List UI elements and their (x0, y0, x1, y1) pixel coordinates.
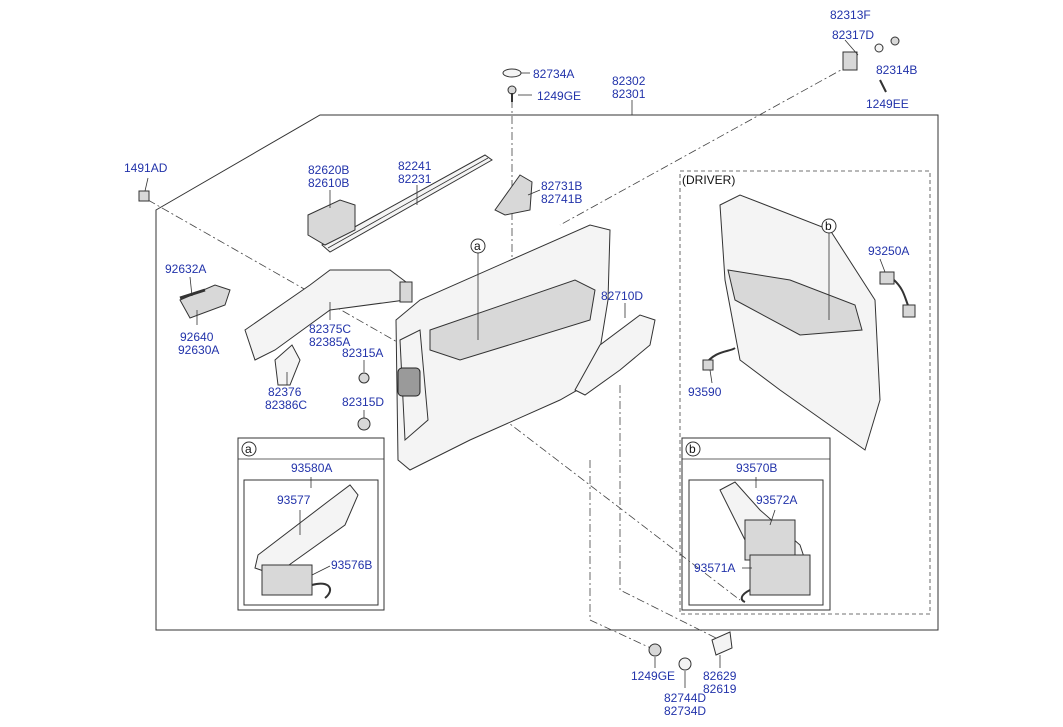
label-93571A: 93571A (694, 561, 735, 575)
label-93590: 93590 (688, 385, 722, 399)
label-1249GE-bottom: 1249GE (631, 669, 675, 683)
label-82629: 82629 (703, 669, 737, 683)
switch-92640 (179, 284, 231, 319)
switch-93576B (261, 564, 313, 596)
inside-handle-82620B (307, 199, 356, 246)
cover-82376 (274, 344, 301, 386)
driver-detail-box (679, 170, 931, 615)
main-frame (155, 114, 939, 631)
label-82241: 82241 (398, 159, 432, 173)
label-82619: 82619 (703, 682, 737, 696)
driver-label: (DRIVER) (682, 173, 735, 187)
label-82741B: 82741B (541, 192, 582, 206)
label-82610B: 82610B (308, 176, 349, 190)
fastener-82315A (358, 372, 370, 384)
label-1491AD: 1491AD (124, 161, 168, 175)
label-82301: 82301 (612, 87, 646, 101)
switch-panel-93577 (254, 484, 359, 576)
label-82302: 82302 (612, 74, 646, 88)
callout-b-circle (685, 441, 701, 457)
label-82731B: 82731B (541, 179, 582, 193)
switch-93571A (749, 554, 811, 596)
label-82231: 82231 (398, 172, 432, 186)
label-1249EE: 1249EE (866, 97, 909, 111)
fastener-82315D (357, 417, 371, 431)
callout-a-letter: a (474, 239, 481, 253)
clip-1491AD (138, 190, 150, 202)
harness-93250A (879, 271, 895, 285)
label-82710D: 82710D (601, 289, 643, 303)
detail-a-letter: a (245, 442, 252, 456)
label-92632A: 92632A (165, 262, 206, 276)
label-93572A: 93572A (756, 493, 797, 507)
label-82734D: 82734D (664, 704, 706, 718)
label-93576B: 93576B (331, 558, 372, 572)
label-92630A: 92630A (178, 343, 219, 357)
label-82315D: 82315D (342, 395, 384, 409)
label-82313F: 82313F (830, 8, 871, 22)
label-82744D: 82744D (664, 691, 706, 705)
detail-b-letter: b (689, 442, 696, 456)
detail-box-a (237, 437, 385, 611)
label-82734A: 82734A (533, 67, 574, 81)
label-92640: 92640 (180, 330, 214, 344)
label-82375C: 82375C (309, 322, 351, 336)
label-82315A: 82315A (342, 346, 383, 360)
bracket-82317D (842, 51, 858, 71)
detail-box-b (681, 437, 831, 611)
clip-82734A (502, 68, 522, 78)
label-82620B: 82620B (308, 163, 349, 177)
door-trim-panel (395, 224, 611, 471)
clip-82744D (678, 657, 692, 671)
label-82314B: 82314B (876, 63, 917, 77)
label-82386C: 82386C (265, 398, 307, 412)
label-93570B: 93570B (736, 461, 777, 475)
label-93250A: 93250A (868, 244, 909, 258)
armrest-82710D (574, 314, 656, 396)
callout-b-letter: b (825, 219, 832, 233)
callout-a-circle (241, 441, 257, 457)
garnish-82731B (494, 174, 533, 216)
label-93577: 93577 (277, 493, 311, 507)
label-82376: 82376 (268, 385, 302, 399)
label-1249GE-top: 1249GE (537, 89, 581, 103)
label-93580A: 93580A (291, 461, 332, 475)
label-82317D: 82317D (832, 28, 874, 42)
label-82385A: 82385A (309, 335, 350, 349)
clip-82629 (711, 631, 733, 656)
screw-1249GE-bottom (648, 643, 662, 657)
